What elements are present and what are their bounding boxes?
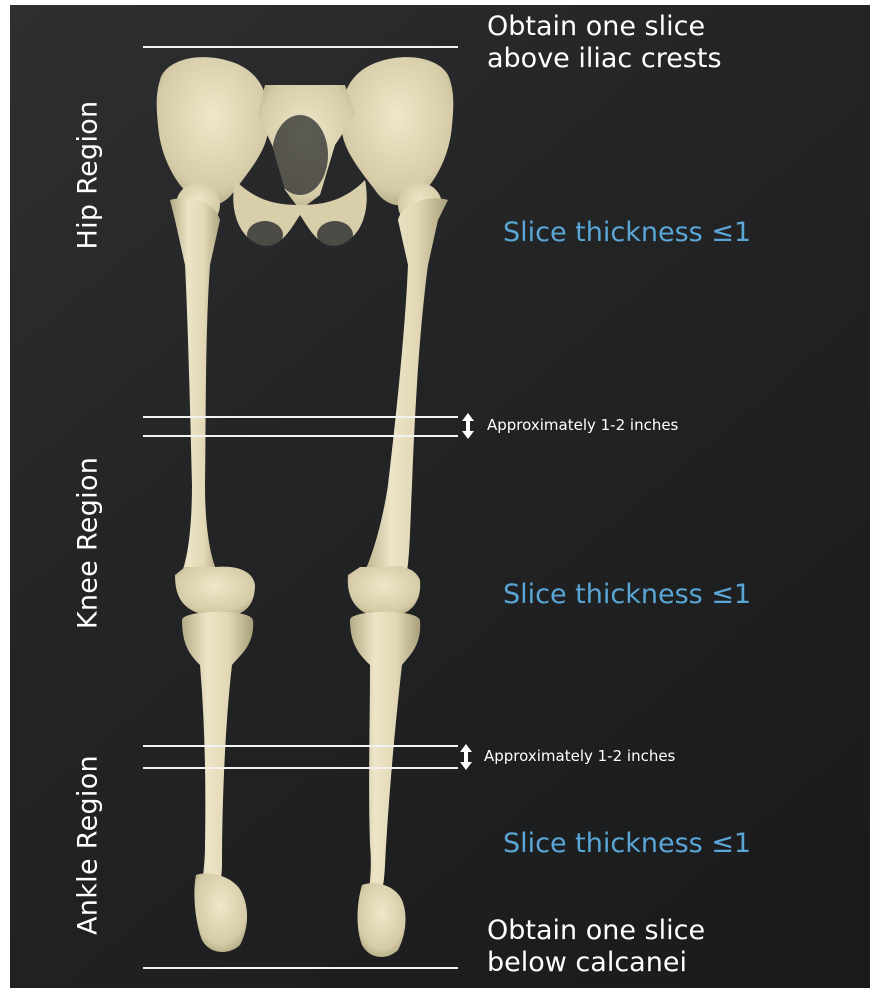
hip-knee-line-lower: [143, 435, 458, 437]
left-femur: [170, 183, 255, 617]
hip-region-label: Hip Region: [73, 101, 104, 250]
double-arrow-icon: [459, 743, 473, 771]
top-note-line-1: Obtain one slice: [487, 11, 722, 43]
hip-knee-line-upper: [143, 416, 458, 418]
bottom-boundary-line: [143, 967, 458, 969]
knee-region-label: Knee Region: [73, 457, 104, 629]
knee-slice-thickness: Slice thickness ≤1: [503, 579, 751, 610]
top-note: Obtain one slice above iliac crests: [487, 11, 722, 75]
right-tibia: [350, 612, 420, 957]
ankle-region-label: Ankle Region: [73, 755, 104, 935]
right-femur: [348, 183, 448, 617]
left-tibia: [182, 612, 253, 952]
hip-knee-gap-label: Approximately 1-2 inches: [487, 416, 678, 434]
bottom-note-line-1: Obtain one slice: [487, 915, 705, 947]
bottom-note-line-2: below calcanei: [487, 947, 705, 979]
hip-slice-thickness: Slice thickness ≤1: [503, 217, 751, 248]
top-boundary-line: [143, 46, 458, 48]
knee-ankle-line-upper: [143, 745, 458, 747]
ankle-slice-thickness: Slice thickness ≤1: [503, 828, 751, 859]
bottom-note: Obtain one slice below calcanei: [487, 915, 705, 979]
ct-scan-diagram: Hip Region Knee Region Ankle Region Obta…: [10, 5, 870, 988]
knee-ankle-line-lower: [143, 767, 458, 769]
top-note-line-2: above iliac crests: [487, 43, 722, 75]
double-arrow-icon: [461, 412, 475, 440]
knee-ankle-gap-label: Approximately 1-2 inches: [484, 747, 675, 765]
